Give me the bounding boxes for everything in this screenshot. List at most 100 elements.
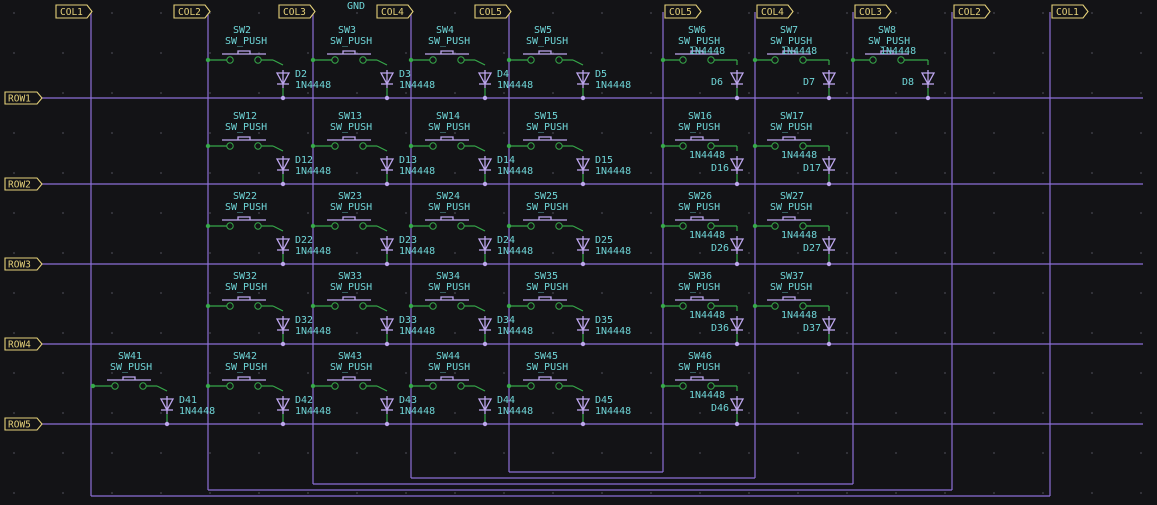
grid-dot bbox=[111, 412, 113, 414]
grid-dot bbox=[160, 172, 162, 174]
junction-dot bbox=[826, 341, 832, 347]
grid-dot bbox=[13, 372, 15, 374]
diode-ref: D13 bbox=[399, 155, 417, 166]
junction-dot bbox=[280, 95, 286, 101]
diode-value: 1N4448 bbox=[497, 166, 533, 177]
diode-triangle bbox=[729, 238, 745, 252]
grid-dot bbox=[62, 172, 64, 174]
grid-dot bbox=[993, 92, 995, 94]
grid-dot bbox=[748, 212, 750, 214]
switch-plunger bbox=[237, 50, 251, 54]
diode-ref: D44 bbox=[497, 395, 515, 406]
grid-dot bbox=[454, 292, 456, 294]
junction-dot bbox=[826, 261, 832, 267]
grid-dot bbox=[111, 492, 113, 494]
grid-dot bbox=[1140, 372, 1142, 374]
grid-dot bbox=[601, 212, 603, 214]
grid-dot bbox=[405, 172, 407, 174]
junction-dot bbox=[660, 223, 666, 229]
grid-dot bbox=[356, 452, 358, 454]
grid-dot bbox=[454, 452, 456, 454]
grid-dot bbox=[601, 292, 603, 294]
grid-dot bbox=[209, 332, 211, 334]
grid-dot bbox=[405, 452, 407, 454]
diode-value: 1N4448 bbox=[689, 150, 725, 161]
switch-value: SW_PUSH bbox=[330, 202, 372, 213]
column-net-tag bbox=[55, 4, 93, 19]
diode-triangle bbox=[275, 238, 291, 252]
switch-pin bbox=[254, 382, 262, 390]
grid-dot bbox=[1042, 212, 1044, 214]
switch-ref: SW5 bbox=[534, 25, 552, 36]
switch-plunger bbox=[237, 296, 251, 300]
switch-pin bbox=[527, 382, 535, 390]
junction-dot bbox=[310, 57, 316, 63]
column-net-tag bbox=[173, 4, 211, 19]
diode-ref: D37 bbox=[803, 323, 821, 334]
switch-ref: SW34 bbox=[436, 271, 460, 282]
junction-dot bbox=[506, 223, 512, 229]
column-net-label: COL5 bbox=[479, 7, 502, 18]
grid-dot bbox=[552, 12, 554, 14]
switch-plunger bbox=[690, 216, 704, 220]
grid-dot bbox=[944, 12, 946, 14]
grid-dot bbox=[993, 452, 995, 454]
diode-ref: D35 bbox=[595, 315, 613, 326]
grid-dot bbox=[699, 492, 701, 494]
switch-pin bbox=[457, 222, 465, 230]
grid-dot bbox=[797, 292, 799, 294]
switch-pin bbox=[331, 382, 339, 390]
grid-dot bbox=[993, 412, 995, 414]
switch-plunger bbox=[237, 216, 251, 220]
grid-dot bbox=[1042, 492, 1044, 494]
switch-ref: SW6 bbox=[688, 25, 706, 36]
junction-dot bbox=[205, 57, 211, 63]
grid-dot bbox=[1042, 452, 1044, 454]
grid-dot bbox=[62, 52, 64, 54]
diode-ref: D12 bbox=[295, 155, 313, 166]
junction-dot bbox=[408, 383, 414, 389]
grid-dot bbox=[895, 172, 897, 174]
junction-dot bbox=[482, 181, 488, 187]
diode-value: 1N4448 bbox=[497, 406, 533, 417]
switch-plunger bbox=[440, 376, 454, 380]
column-net-label: COL4 bbox=[761, 7, 784, 18]
diode-value: 1N4448 bbox=[399, 80, 435, 91]
diode-triangle bbox=[575, 398, 591, 412]
grid-dot bbox=[650, 132, 652, 134]
junction-dot bbox=[506, 303, 512, 309]
switch-ref: SW44 bbox=[436, 351, 460, 362]
diode-triangle bbox=[379, 238, 395, 252]
grid-dot bbox=[1091, 92, 1093, 94]
grid-dot bbox=[699, 332, 701, 334]
grid-dot bbox=[111, 12, 113, 14]
diode-triangle bbox=[575, 72, 591, 86]
grid-dot bbox=[258, 172, 260, 174]
junction-dot bbox=[580, 181, 586, 187]
grid-dot bbox=[895, 292, 897, 294]
column-net-tag bbox=[376, 4, 414, 19]
switch-value: SW_PUSH bbox=[330, 36, 372, 47]
switch-plunger bbox=[538, 296, 552, 300]
grid-dot bbox=[993, 252, 995, 254]
switch-pin bbox=[429, 142, 437, 150]
grid-dot bbox=[552, 372, 554, 374]
diode-value: 1N4448 bbox=[595, 326, 631, 337]
grid-dot bbox=[62, 332, 64, 334]
grid-dot bbox=[356, 332, 358, 334]
grid-dot bbox=[258, 12, 260, 14]
switch-pin bbox=[799, 222, 807, 230]
switch-plunger bbox=[440, 50, 454, 54]
junction-dot bbox=[660, 383, 666, 389]
grid-dot bbox=[650, 12, 652, 14]
switch-ref: SW17 bbox=[780, 111, 804, 122]
grid-dot bbox=[944, 452, 946, 454]
row-net-label: ROW4 bbox=[8, 340, 31, 351]
switch-value: SW_PUSH bbox=[770, 202, 812, 213]
wire bbox=[474, 305, 486, 312]
